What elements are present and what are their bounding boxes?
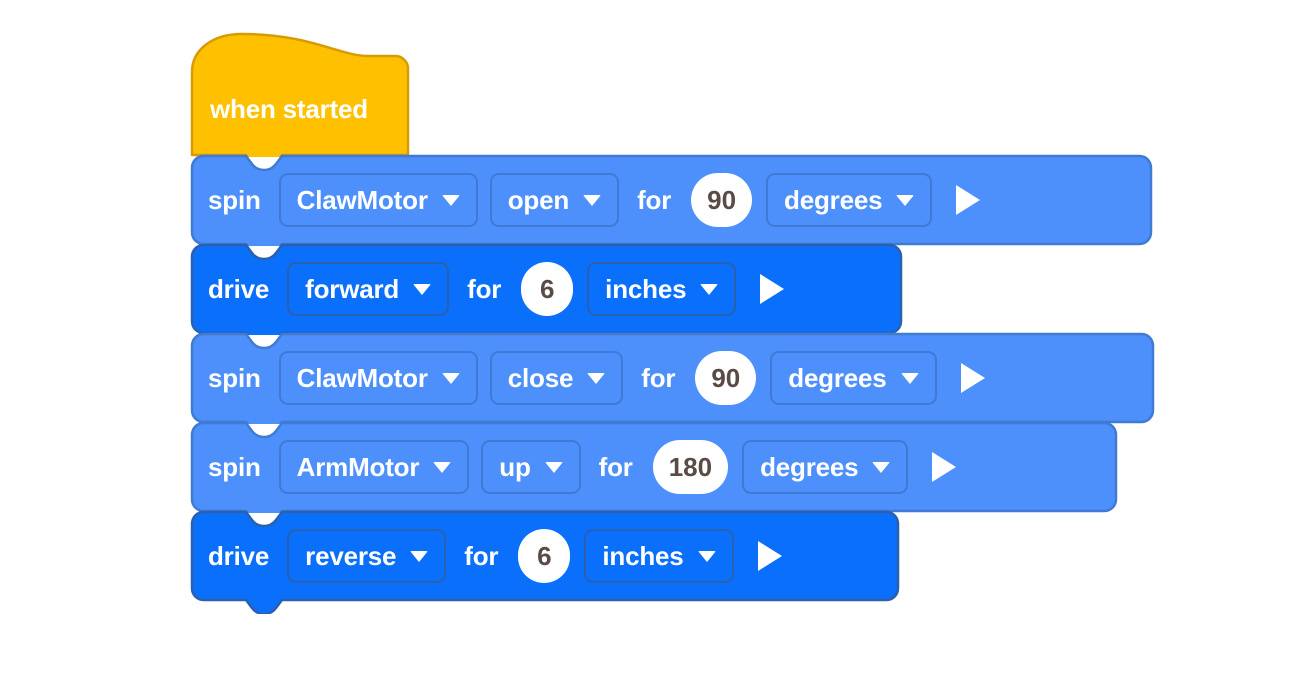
units-dropdown-value: degrees — [788, 362, 887, 393]
block-content-row: drive reverse for 6 inches — [190, 518, 802, 594]
block-content-row: spin ArmMotor up for 180 degrees — [190, 429, 976, 505]
block-keyword-label: drive — [208, 540, 270, 571]
play-icon[interactable] — [757, 541, 782, 571]
chevron-down-icon — [433, 461, 452, 473]
direction-dropdown[interactable]: reverse — [287, 529, 447, 583]
block-keyword-label: spin — [208, 451, 261, 482]
play-icon[interactable] — [932, 452, 957, 482]
direction-dropdown[interactable]: close — [489, 351, 624, 405]
direction-dropdown[interactable]: up — [481, 440, 581, 494]
block-keyword-label: drive — [208, 273, 270, 304]
direction-dropdown-value: open — [507, 184, 570, 215]
block-content-row: spin ClawMotor close for 90 degrees — [190, 340, 1005, 416]
units-dropdown[interactable]: degrees — [742, 440, 909, 494]
direction-dropdown-value: close — [507, 362, 574, 393]
chevron-down-icon — [896, 194, 915, 206]
amount-input[interactable]: 6 — [518, 529, 571, 583]
chevron-down-icon — [700, 283, 719, 295]
for-label: for — [598, 451, 633, 482]
direction-dropdown[interactable]: forward — [287, 262, 450, 316]
amount-input[interactable]: 90 — [695, 351, 757, 405]
for-label: for — [464, 540, 499, 571]
block-content-row: spin ClawMotor open for 90 degrees — [190, 162, 1000, 238]
chevron-down-icon — [583, 194, 602, 206]
play-icon[interactable] — [960, 363, 985, 393]
motor-dropdown[interactable]: ClawMotor — [278, 351, 478, 405]
motor-dropdown-value: ClawMotor — [296, 362, 428, 393]
spin-block-clawmotor-close[interactable]: spin ClawMotor close for 90 degrees — [190, 332, 1155, 424]
chevron-down-icon — [900, 372, 919, 384]
units-dropdown[interactable]: inches — [587, 262, 737, 316]
block-script-stack[interactable]: when started spin ClawMotor open for 90 — [190, 32, 1155, 614]
chevron-down-icon — [410, 550, 429, 562]
when-started-hat-block[interactable]: when started — [190, 32, 410, 157]
block-content-row: drive forward for 6 inches — [190, 251, 804, 327]
motor-dropdown-value: ArmMotor — [296, 451, 420, 482]
motor-dropdown[interactable]: ClawMotor — [278, 173, 478, 227]
direction-dropdown-value: forward — [305, 273, 400, 304]
chevron-down-icon — [544, 461, 563, 473]
motor-dropdown-value: ClawMotor — [296, 184, 428, 215]
amount-input[interactable]: 180 — [652, 440, 729, 494]
units-dropdown-value: degrees — [784, 184, 883, 215]
chevron-down-icon — [413, 283, 432, 295]
units-dropdown[interactable]: inches — [584, 529, 734, 583]
direction-dropdown-value: up — [499, 451, 531, 482]
units-dropdown-value: inches — [605, 273, 687, 304]
spin-block-armmotor-up[interactable]: spin ArmMotor up for 180 degrees — [190, 421, 1118, 513]
chevron-down-icon — [441, 372, 460, 384]
hat-block-shape — [190, 32, 410, 157]
play-icon[interactable] — [956, 185, 981, 215]
for-label: for — [637, 184, 672, 215]
units-dropdown-value: degrees — [760, 451, 859, 482]
block-keyword-label: spin — [208, 184, 261, 215]
for-label: for — [641, 362, 676, 393]
units-dropdown-value: inches — [602, 540, 684, 571]
play-icon[interactable] — [760, 274, 785, 304]
motor-dropdown[interactable]: ArmMotor — [278, 440, 470, 494]
chevron-down-icon — [697, 550, 716, 562]
direction-dropdown[interactable]: open — [489, 173, 620, 227]
hat-block-label: when started — [210, 94, 368, 124]
block-keyword-label: spin — [208, 362, 261, 393]
chevron-down-icon — [872, 461, 891, 473]
for-label: for — [467, 273, 502, 304]
chevron-down-icon — [441, 194, 460, 206]
direction-dropdown-value: reverse — [305, 540, 397, 571]
spin-block-clawmotor-open[interactable]: spin ClawMotor open for 90 degrees — [190, 154, 1153, 246]
drive-block-forward[interactable]: drive forward for 6 inches — [190, 243, 903, 335]
units-dropdown[interactable]: degrees — [766, 173, 933, 227]
units-dropdown[interactable]: degrees — [770, 351, 937, 405]
drive-block-reverse[interactable]: drive reverse for 6 inches — [190, 510, 900, 614]
chevron-down-icon — [587, 372, 606, 384]
amount-input[interactable]: 6 — [521, 262, 574, 316]
amount-input[interactable]: 90 — [691, 173, 753, 227]
